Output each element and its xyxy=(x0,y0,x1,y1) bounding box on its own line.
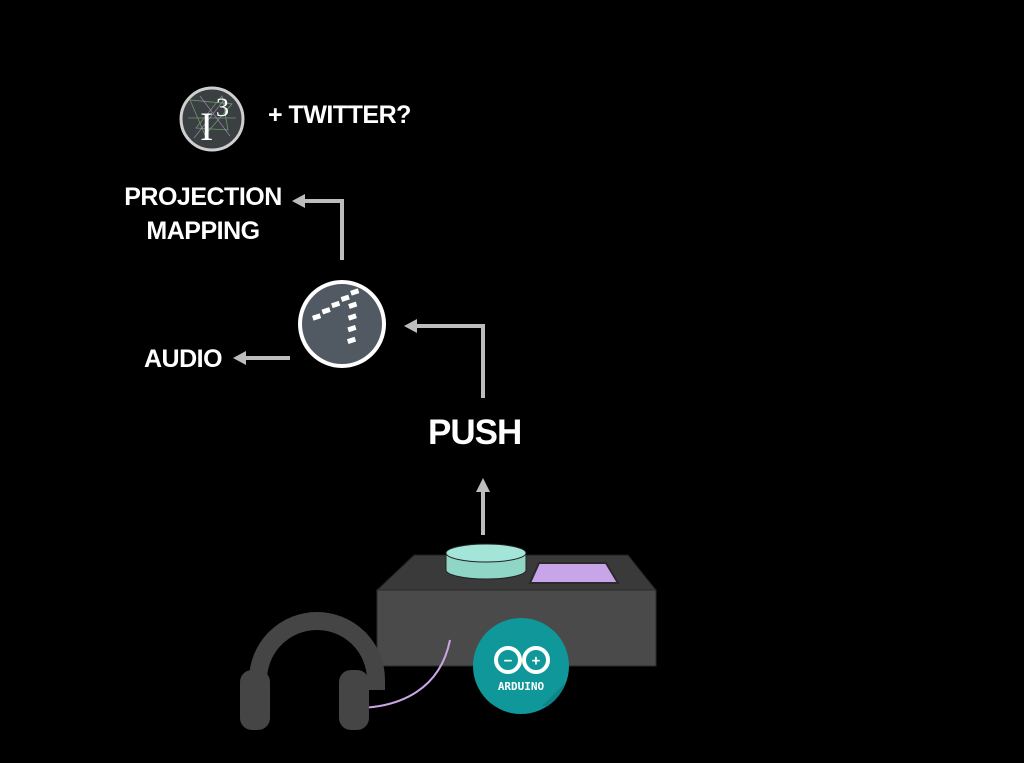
projection-mapping-label: PROJECTION MAPPING xyxy=(118,180,288,248)
twitter-label: + TWITTER? xyxy=(268,101,411,129)
audio-label: AUDIO xyxy=(144,345,223,373)
push-label: PUSH xyxy=(428,413,522,452)
i3-superscript: 3 xyxy=(216,93,229,122)
arrowheads xyxy=(233,194,490,492)
hub-logo-icon xyxy=(298,280,386,368)
arrowhead-hub xyxy=(404,319,417,333)
arduino-logo: − + ARDUINO xyxy=(473,618,569,714)
arrow-to-hub xyxy=(415,324,485,398)
projection-line-2: MAPPING xyxy=(146,217,260,245)
headphones-icon xyxy=(240,612,385,730)
arduino-minus: − xyxy=(504,653,512,669)
arrows xyxy=(240,199,485,535)
arrow-to-projection xyxy=(304,199,344,260)
i3-logo: I 3 xyxy=(179,86,245,152)
arrowhead-projection xyxy=(292,194,305,208)
i3-letter: I xyxy=(200,104,213,149)
push-button xyxy=(445,543,527,580)
arrowhead-push xyxy=(476,478,490,492)
audio-cable xyxy=(361,639,451,709)
arrowhead-audio xyxy=(233,351,246,365)
pad xyxy=(528,562,620,584)
projection-line-1: PROJECTION xyxy=(124,183,282,211)
arduino-label: ARDUINO xyxy=(498,680,545,693)
arduino-plus: + xyxy=(532,653,540,669)
